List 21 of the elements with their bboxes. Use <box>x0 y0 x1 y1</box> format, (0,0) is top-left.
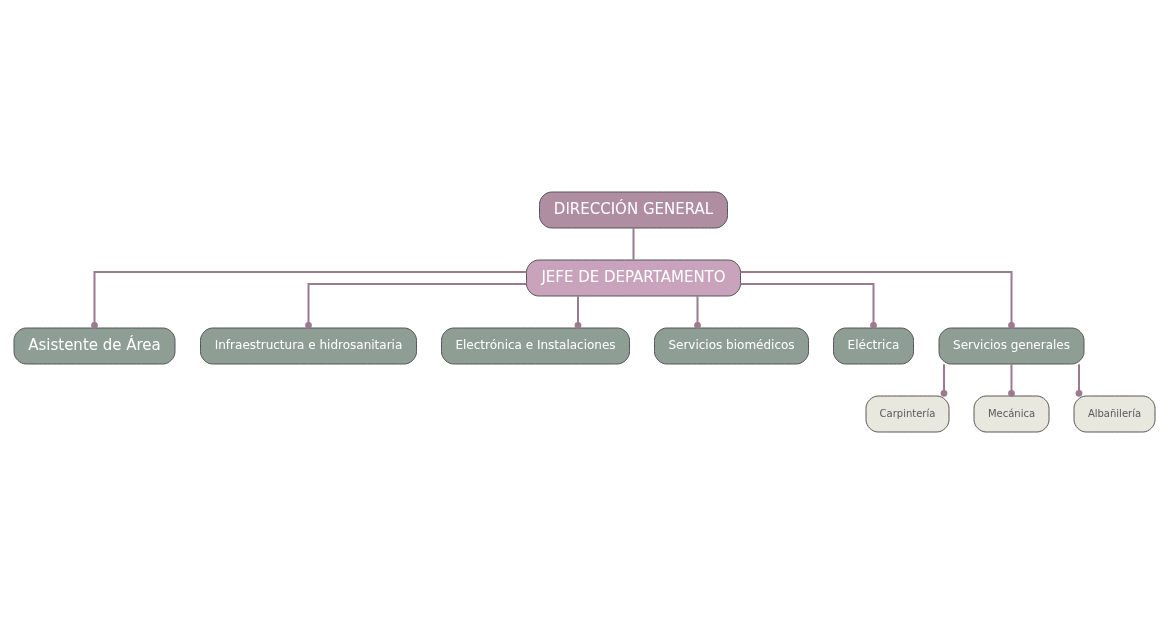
connector <box>739 282 877 329</box>
node-box: Eléctrica <box>833 327 914 364</box>
connector <box>91 270 528 329</box>
node-box: Albañilería <box>1073 395 1156 432</box>
connector <box>940 362 948 397</box>
node-box: Servicios generales <box>938 327 1085 364</box>
node-box: Servicios biomédicos <box>654 327 809 364</box>
node-box: Infraestructura e hidrosanitaria <box>200 327 417 364</box>
connector <box>739 270 1015 329</box>
node-box: Carpintería <box>865 395 950 432</box>
node-box: Asistente de Área <box>13 327 176 364</box>
node-box: Mecánica <box>973 395 1050 432</box>
node-box: DIRECCIÓN GENERAL <box>539 191 728 228</box>
connector <box>1008 362 1015 397</box>
connector <box>305 282 528 329</box>
connector <box>1075 362 1083 397</box>
node-box: Electrónica e Instalaciones <box>441 327 630 364</box>
node-box: JEFE DE DEPARTAMENTO <box>526 259 741 296</box>
connector <box>694 294 701 329</box>
connector <box>574 294 582 329</box>
connector <box>632 226 635 261</box>
